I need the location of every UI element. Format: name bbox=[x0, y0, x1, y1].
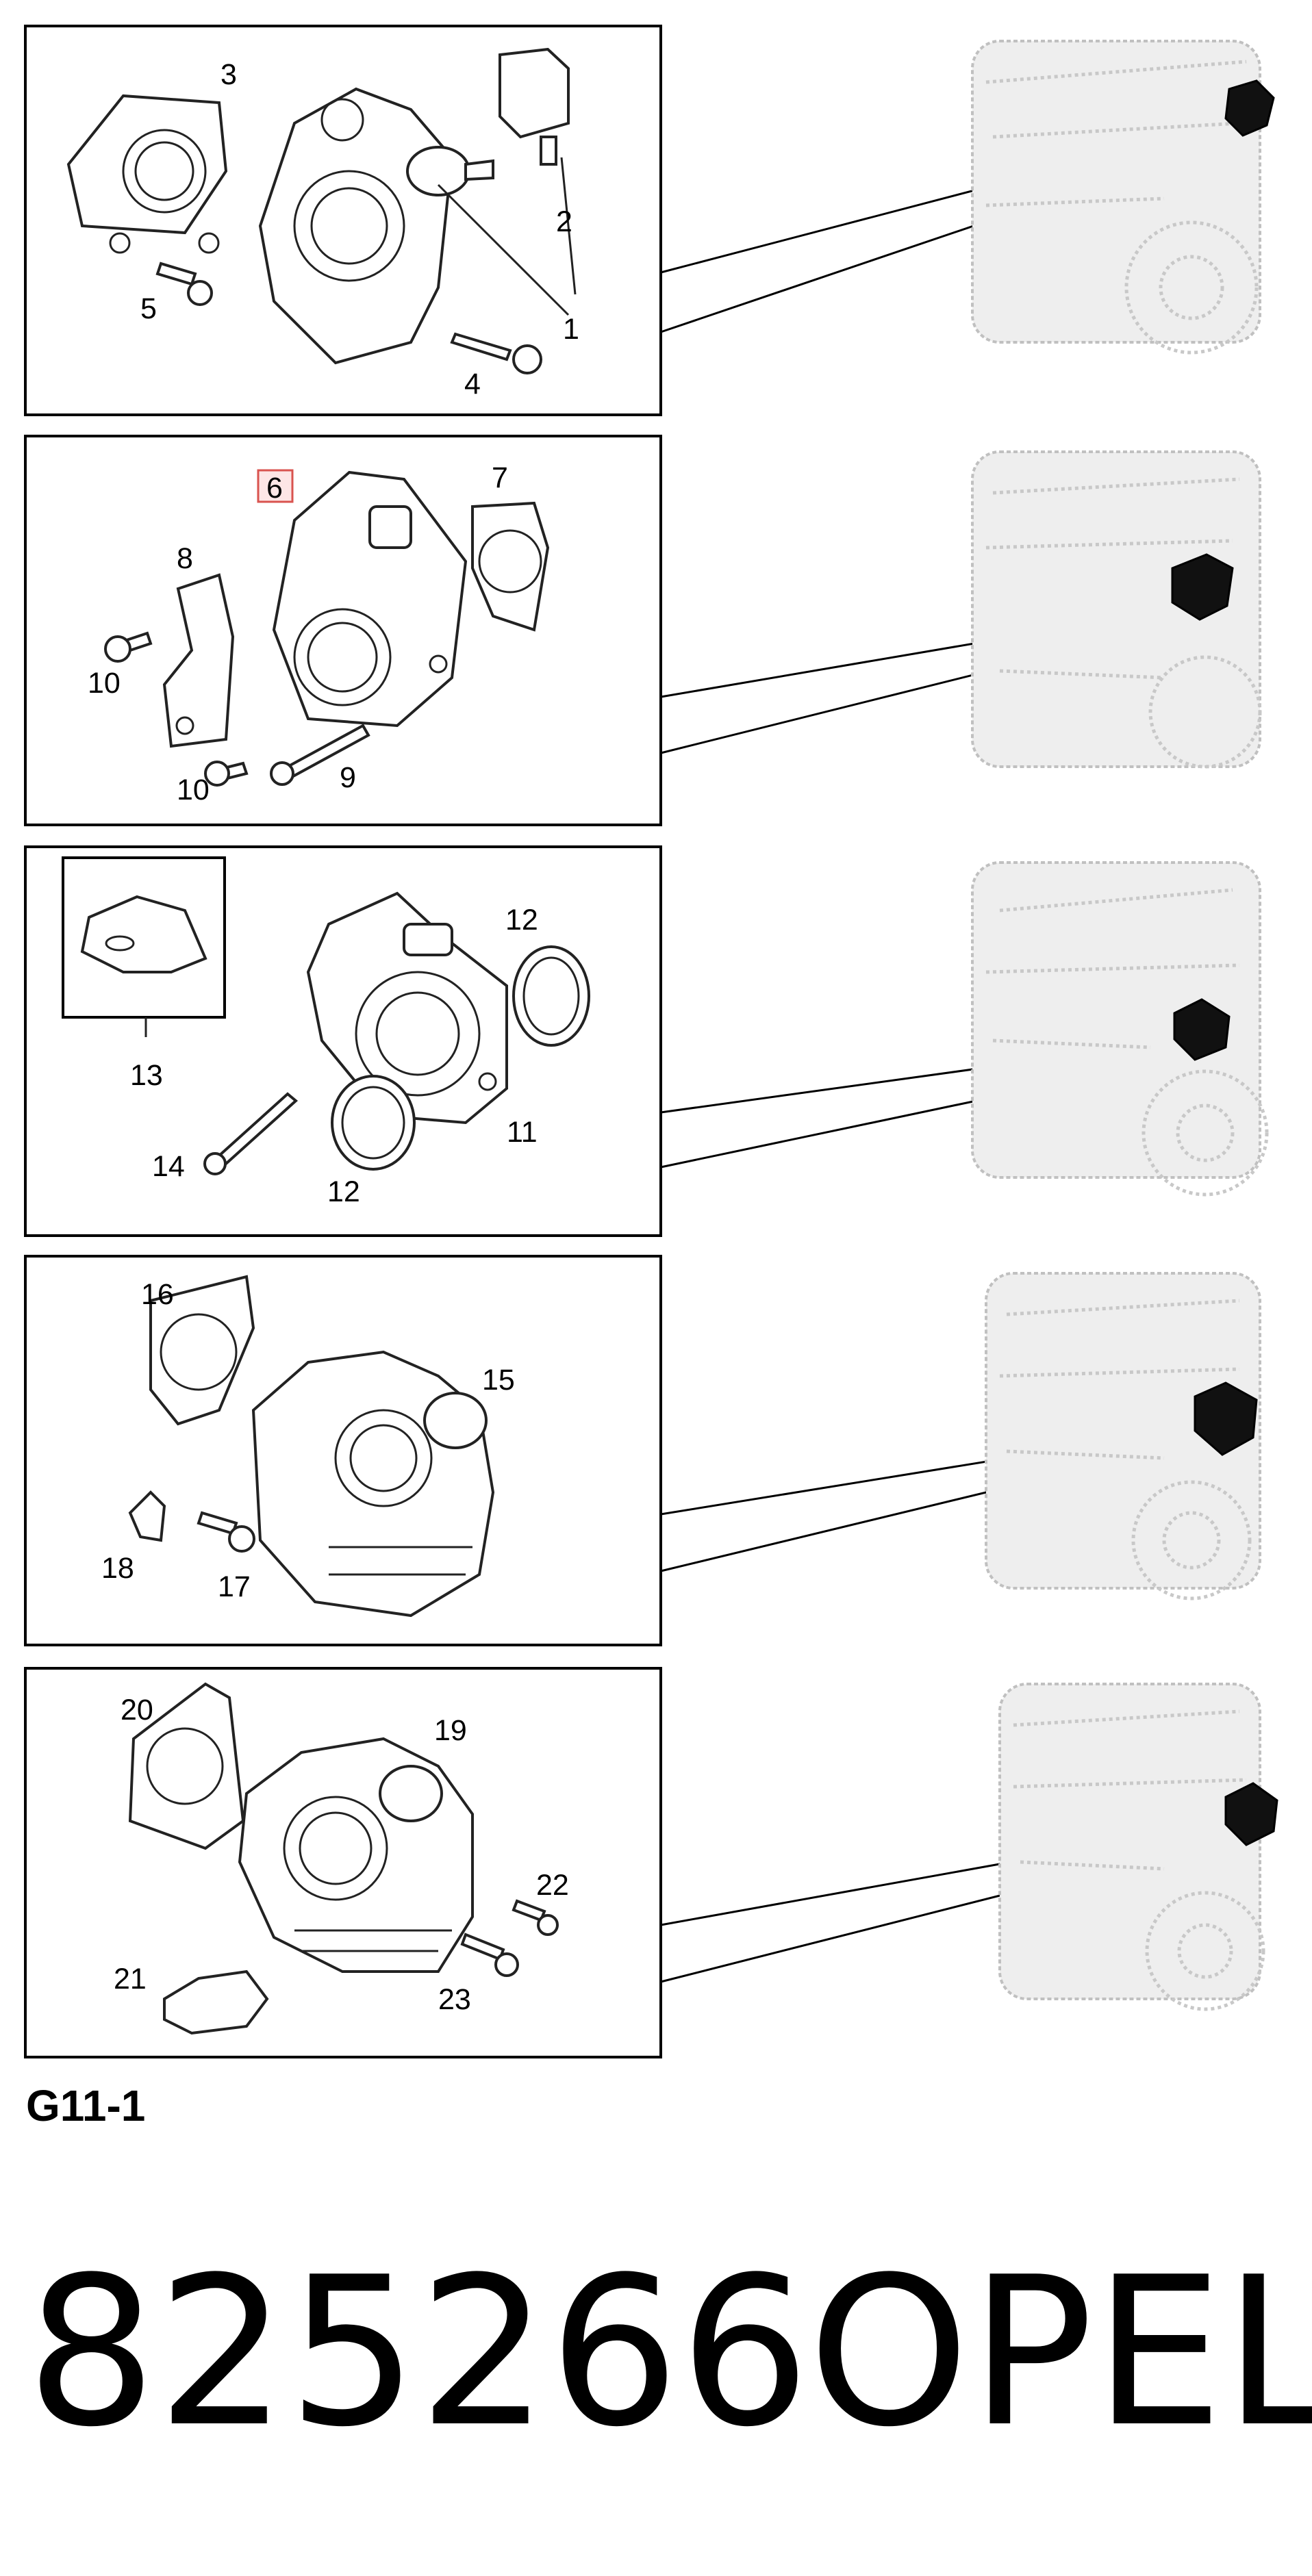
callout-label: 20 bbox=[121, 1694, 153, 1726]
callout-label: 10 bbox=[177, 774, 210, 806]
panel-5-engine-thumbnail bbox=[998, 1683, 1278, 2011]
callout-label: 18 bbox=[101, 1552, 134, 1585]
bracket-part-18 bbox=[128, 1490, 166, 1542]
callout-label: 14 bbox=[152, 1150, 185, 1183]
callout-label: 3 bbox=[220, 58, 237, 91]
brand-name: OPEL bbox=[808, 2233, 1312, 2472]
callout-label: 13 bbox=[130, 1059, 163, 1092]
callout-label: 4 bbox=[464, 368, 481, 400]
callout-label: 1 bbox=[563, 313, 579, 346]
bolt-part-23 bbox=[460, 1933, 505, 1961]
leader-2 bbox=[560, 157, 577, 295]
callout-label: 10 bbox=[88, 667, 121, 700]
o-ring-part-upper bbox=[512, 945, 590, 1047]
callout-label: 5 bbox=[140, 292, 157, 325]
part-number: 825266 bbox=[26, 2233, 810, 2472]
leader-1 bbox=[437, 183, 570, 316]
bracket-part-13 bbox=[80, 895, 207, 973]
callout-label: 2 bbox=[556, 205, 572, 238]
callout-label: 23 bbox=[438, 1983, 471, 2016]
throttle-body-part bbox=[258, 87, 454, 365]
panel-4-engine-thumbnail bbox=[985, 1272, 1261, 1601]
bolt-part-4 bbox=[450, 332, 512, 361]
callout-label: 7 bbox=[492, 461, 508, 494]
callout-label: 19 bbox=[434, 1714, 467, 1747]
panel-1-location-marker bbox=[1224, 79, 1275, 137]
panel-5: 19 20 21 22 23 bbox=[24, 1667, 1278, 2058]
throttle-body-part bbox=[238, 1737, 474, 1973]
panel-5-location-marker bbox=[1224, 1782, 1278, 1846]
diagram-code: G11-1 bbox=[26, 2081, 145, 2130]
gasket-part bbox=[471, 501, 550, 632]
callout-label: 15 bbox=[482, 1364, 515, 1397]
callout-label: 11 bbox=[507, 1116, 538, 1149]
callout-label: 21 bbox=[114, 1963, 147, 1995]
panel-3-engine-thumbnail bbox=[971, 861, 1269, 1197]
panel-1: 1 2 3 4 5 bbox=[24, 25, 1275, 416]
callout-label: 12 bbox=[505, 904, 538, 936]
panel-1-engine-thumbnail bbox=[971, 40, 1275, 355]
throttle-body-part bbox=[306, 891, 508, 1125]
bolt-part-17 bbox=[197, 1511, 238, 1535]
sensor-part bbox=[499, 47, 570, 139]
bracket-part bbox=[162, 573, 235, 748]
panel-4: 15 16 17 18 bbox=[24, 1255, 1261, 1646]
panel-2-engine-thumbnail bbox=[971, 450, 1262, 769]
panel-2: 6 7 8 9 10 10 bbox=[24, 435, 1262, 826]
highlighted-callout-label: 6 bbox=[266, 472, 283, 505]
flange-adapter-part bbox=[66, 94, 228, 235]
gasket-part bbox=[149, 1275, 255, 1426]
callout-label: 16 bbox=[141, 1278, 174, 1311]
throttle-body-part bbox=[272, 470, 468, 728]
callout-label: 22 bbox=[536, 1869, 569, 1902]
panel-4-location-marker bbox=[1194, 1381, 1258, 1456]
bolt-part-5 bbox=[155, 262, 197, 286]
callout-label: 17 bbox=[218, 1570, 251, 1603]
panel-3: 11 12 12 13 14 bbox=[24, 845, 1269, 1237]
bracket-part-21 bbox=[163, 1969, 269, 2035]
o-ring-part-lower bbox=[331, 1075, 416, 1171]
highlight-box bbox=[257, 469, 294, 503]
callout-label: 8 bbox=[177, 542, 193, 575]
callout-label: 9 bbox=[340, 761, 356, 794]
callout-label: 12 bbox=[327, 1175, 360, 1208]
bolt-part-22 bbox=[512, 1899, 546, 1922]
panel-2-location-marker bbox=[1171, 553, 1234, 621]
panel-3-location-marker bbox=[1173, 998, 1231, 1061]
